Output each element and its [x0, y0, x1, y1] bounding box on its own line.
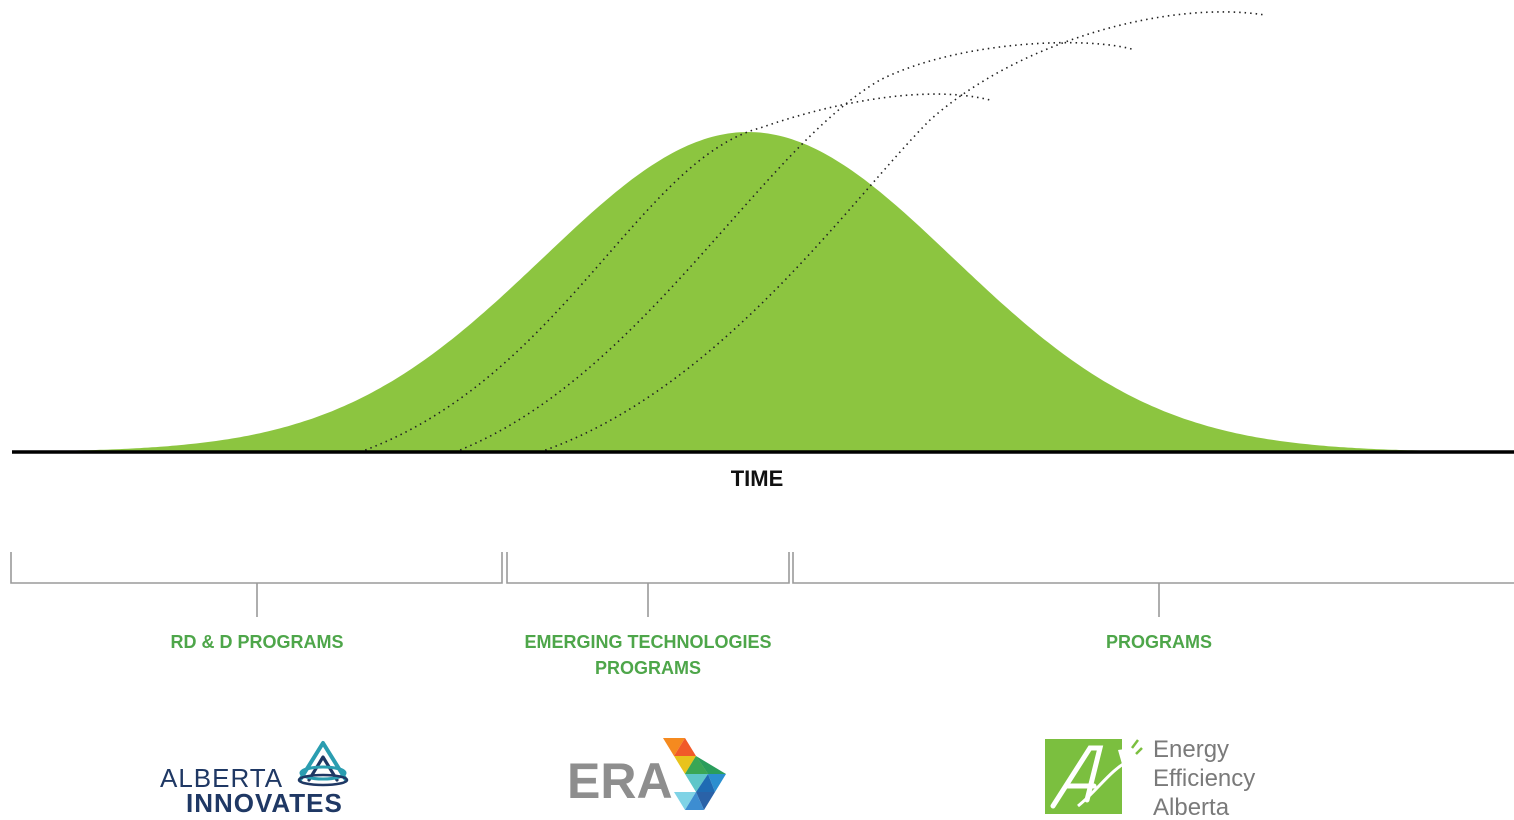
bracket-emerging — [506, 552, 790, 617]
phase-label-programs-line-1: PROGRAMS — [1105, 632, 1212, 652]
phase-label-emerging-line-1: EMERGING TECHNOLOGIES — [524, 632, 772, 652]
eea-line-3: Alberta — [1153, 794, 1230, 820]
dotted-trajectory-2 — [454, 41, 1136, 453]
dotted-trajectory-1 — [359, 93, 991, 453]
era-chevron-icon — [663, 738, 726, 810]
time-axis-label: TIME — [730, 466, 784, 491]
phase-label-rdd: RD & D PROGRAMS — [107, 629, 407, 655]
bracket-rdd — [10, 552, 503, 617]
era-wordmark: ERA — [567, 753, 673, 809]
phase-label-emerging-line-2: PROGRAMS — [594, 658, 701, 678]
bracket-programs — [792, 552, 1514, 617]
alberta-innovates-line2: INNOVATES — [186, 788, 343, 818]
phase-label-programs: PROGRAMS — [1009, 629, 1309, 655]
alberta-innovates-line1: ALBERTA — [160, 763, 283, 793]
eea-line-2: Efficiency — [1153, 765, 1255, 792]
alberta-innovates-arch-icon — [297, 741, 349, 787]
energy-efficiency-alberta-logo: Energy Efficiency Alberta — [1045, 736, 1255, 820]
adoption-bell-curve — [60, 132, 1514, 452]
alberta-innovates-logo: ALBERTA INNOVATES — [160, 741, 349, 818]
eea-line-1: Energy — [1153, 736, 1229, 763]
phase-label-rdd-line-1: RD & D PROGRAMS — [170, 632, 344, 652]
phase-brackets — [10, 552, 1514, 617]
era-logo: ERA — [567, 738, 726, 810]
eea-leaf-plug-icon — [1045, 739, 1143, 814]
phase-label-emerging: EMERGING TECHNOLOGIES PROGRAMS — [468, 629, 828, 681]
